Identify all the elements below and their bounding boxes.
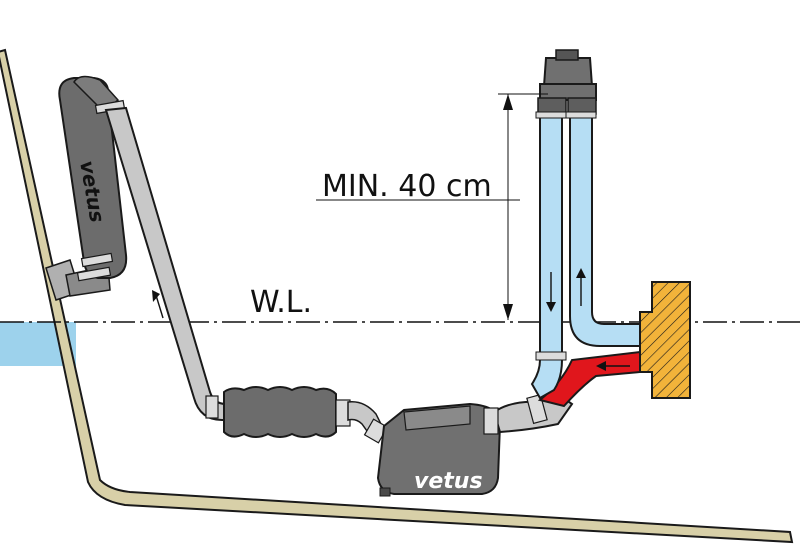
vented-loop-pipes [530, 49, 647, 400]
waterlock-muffler: vetus [376, 402, 502, 497]
corrugated-exhaust-hose [205, 386, 389, 444]
flow-arrow-up-icon [152, 290, 164, 319]
min-height-dimension [316, 93, 548, 320]
hull-outlet-swan-neck: vetus [45, 75, 128, 301]
engine-block [639, 281, 691, 399]
flow-arrow-left-icon [596, 361, 630, 371]
muffler-brand-label: vetus [414, 469, 483, 494]
flow-arrow-down-icon [546, 272, 556, 312]
flow-arrow-up-icon [576, 268, 586, 306]
boat-hull [0, 48, 794, 544]
waterline-label: W.L. [250, 285, 312, 320]
min-height-label: MIN. 40 cm [322, 169, 492, 204]
